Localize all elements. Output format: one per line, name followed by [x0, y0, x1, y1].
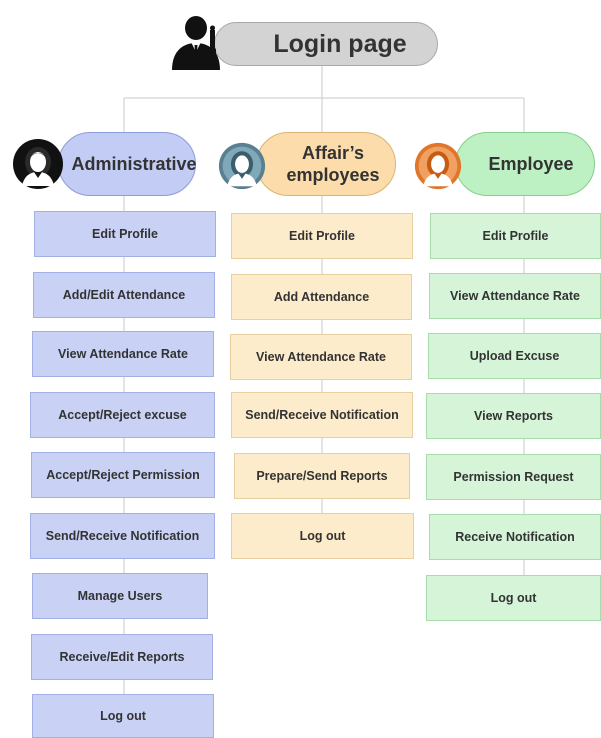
- admin-item-accept-reject-excuse: Accept/Reject excuse: [30, 392, 215, 438]
- item-label: Log out: [100, 709, 146, 723]
- item-label: Permission Request: [453, 470, 574, 484]
- female-user-icon: [13, 139, 63, 189]
- employee-item-view-attendance-rate: View Attendance Rate: [429, 273, 601, 319]
- employee-header: Employee: [455, 132, 595, 196]
- admin-item-log-out: Log out: [32, 694, 214, 738]
- admin-item-edit-profile: Edit Profile: [34, 211, 216, 257]
- agent-silhouette-icon: [172, 16, 220, 70]
- item-label: View Attendance Rate: [450, 289, 580, 303]
- login-page-label: Login page: [273, 29, 407, 58]
- item-label: Edit Profile: [92, 227, 158, 241]
- item-label: Manage Users: [77, 589, 163, 603]
- item-label: Edit Profile: [482, 229, 549, 243]
- item-label: Add Attendance: [273, 290, 370, 304]
- affair-item-send-receive-notification: Send/Receive Notification: [231, 392, 413, 438]
- admin-item-manage-users: Manage Users: [32, 573, 208, 619]
- item-label: Prepare/Send Reports: [256, 469, 388, 483]
- employee-item-upload-excuse: Upload Excuse: [428, 333, 601, 379]
- employee-title: Employee: [488, 153, 574, 174]
- admin-item-send-receive-notification: Send/Receive Notification: [30, 513, 215, 559]
- employee-item-view-reports: View Reports: [426, 393, 601, 439]
- item-label: Edit Profile: [289, 229, 355, 243]
- affair-item-view-attendance-rate: View Attendance Rate: [230, 334, 412, 380]
- administrative-header: Administrative: [58, 132, 197, 196]
- item-label: View Reports: [474, 409, 553, 423]
- item-label: Accept/Reject Permission: [46, 468, 200, 482]
- affair-item-edit-profile: Edit Profile: [231, 213, 413, 259]
- affairs-title-line2: employees: [286, 165, 380, 185]
- item-label: Accept/Reject excuse: [58, 408, 187, 422]
- affair-item-prepare-send-reports: Prepare/Send Reports: [234, 453, 410, 499]
- employee-item-permission-request: Permission Request: [426, 454, 601, 500]
- female-user-icon: [414, 142, 462, 190]
- admin-item-accept-reject-permission: Accept/Reject Permission: [31, 452, 215, 498]
- affair-item-add-attendance: Add Attendance: [231, 274, 412, 320]
- login-page-node: Login page: [214, 22, 438, 66]
- admin-item-view-attendance-rate: View Attendance Rate: [32, 331, 214, 377]
- admin-item-add-edit-attendance: Add/Edit Attendance: [33, 272, 215, 318]
- affairs-title-line1: Affair’s: [301, 143, 364, 163]
- female-user-icon: [218, 142, 266, 190]
- item-label: Log out: [299, 529, 346, 543]
- item-label: Receive/Edit Reports: [59, 650, 185, 664]
- item-label: Upload Excuse: [469, 349, 560, 363]
- item-label: View Attendance Rate: [256, 350, 386, 364]
- item-label: View Attendance Rate: [58, 347, 188, 361]
- administrative-title: Administrative: [71, 153, 197, 174]
- item-label: Log out: [490, 591, 537, 605]
- employee-item-edit-profile: Edit Profile: [430, 213, 601, 259]
- item-label: Add/Edit Attendance: [62, 288, 186, 302]
- affair-item-log-out: Log out: [231, 513, 414, 559]
- employee-item-log-out: Log out: [426, 575, 601, 621]
- item-label: Send/Receive Notification: [45, 529, 200, 543]
- admin-item-receive-edit-reports: Receive/Edit Reports: [31, 634, 213, 680]
- item-label: Send/Receive Notification: [245, 408, 399, 422]
- affairs-employees-header: Affair’s employees: [256, 132, 396, 196]
- item-label: Receive Notification: [455, 530, 575, 544]
- employee-item-receive-notification: Receive Notification: [429, 514, 601, 560]
